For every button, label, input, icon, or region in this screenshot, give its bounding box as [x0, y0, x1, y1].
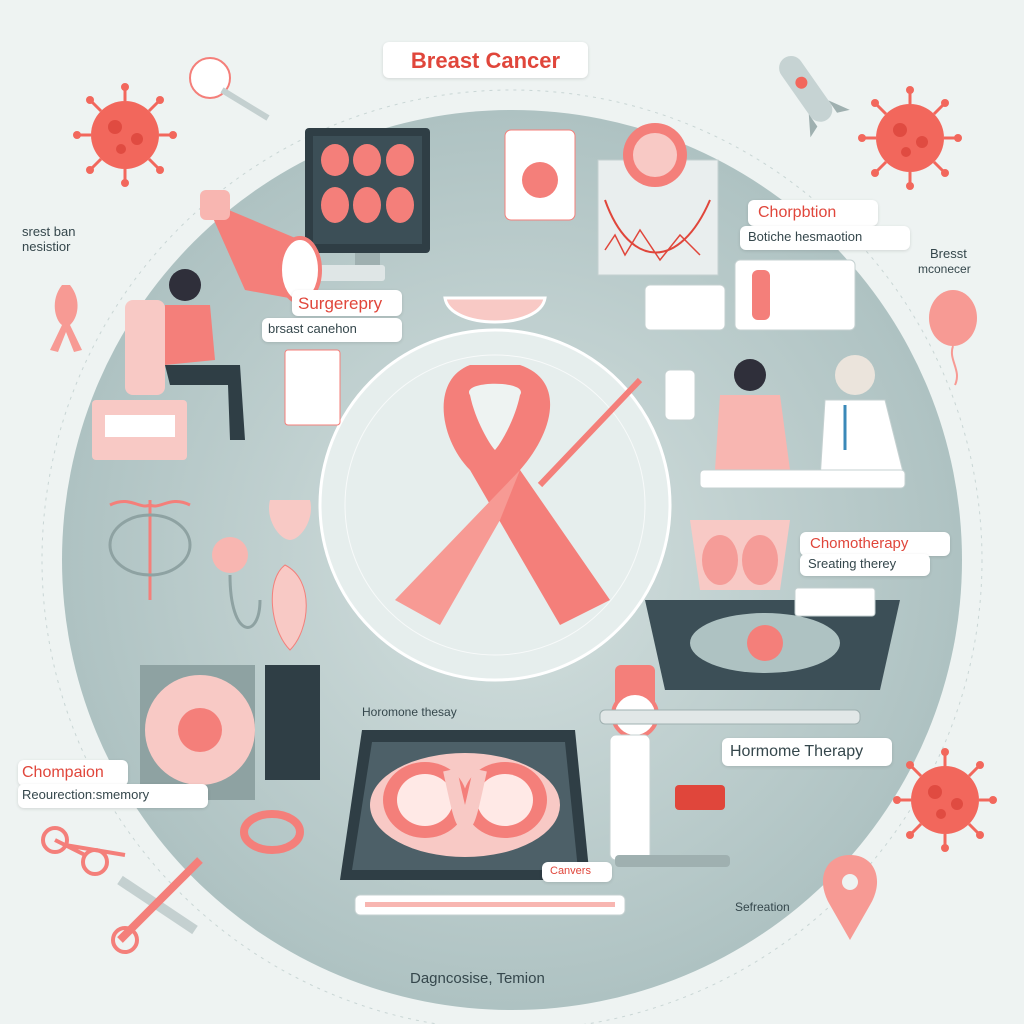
lamp-icon	[443, 296, 547, 324]
xray-strip	[265, 665, 320, 780]
doctor-icon	[819, 355, 906, 481]
virus-icon	[71, 81, 179, 189]
surgery-sub-box	[262, 318, 402, 342]
chompaion-title-box	[18, 760, 128, 786]
scissors-icon	[41, 826, 126, 876]
lungs-panel-icon	[690, 520, 790, 590]
right-label-2: mconecer	[918, 262, 971, 276]
outer-dashed-ring	[41, 89, 983, 1024]
virus-icon	[891, 746, 999, 854]
virus-icon	[856, 84, 964, 192]
chemo-sub-box	[800, 554, 930, 576]
surgery-title: Surgerepry	[298, 294, 383, 313]
megaphone-icon	[200, 190, 322, 304]
chompaion-title: Chompaion	[22, 764, 104, 781]
page-title: Breast Cancer	[410, 48, 561, 73]
hormone-title-box	[722, 738, 892, 766]
chompaion-subtitle: Reourection:smemory	[22, 787, 150, 802]
hormone-small-label: Horomone thesay	[362, 705, 457, 719]
canvers-label: Canvers	[550, 865, 591, 877]
caduceus-icon	[108, 499, 192, 600]
hormone-therapy-title: Hormome Therapy	[730, 743, 864, 760]
breast-scan-icon	[645, 600, 900, 690]
chorpbtion-subtitle: Botiche hesmaotion	[748, 229, 863, 244]
rocket-icon	[779, 55, 850, 138]
awareness-ribbon-icon	[50, 285, 82, 352]
chorpbtion-title-box	[748, 200, 878, 226]
chemo-subtitle: Sreating therey	[808, 556, 897, 571]
cell-panel-icon	[140, 665, 255, 800]
balloon-icon	[929, 290, 977, 386]
chart-screen-icon	[597, 123, 719, 276]
bottom-caption: Dagncosise, Temion	[410, 970, 545, 987]
stethoscope-icon	[212, 537, 248, 573]
surgery-subtitle: brsast canehon	[268, 321, 357, 336]
right-label-1: Bresst	[930, 246, 967, 261]
ultrasound-screen-icon	[340, 730, 590, 880]
chemo-title-box	[800, 532, 950, 556]
pin-tool-icon	[189, 57, 270, 121]
chorpbtion-title: Chorpbtion	[758, 204, 837, 221]
location-pin-icon	[822, 855, 878, 940]
ring-icon	[240, 810, 304, 854]
document-icon	[284, 349, 341, 426]
patient-icon	[92, 269, 245, 460]
syringe-icon	[111, 857, 203, 954]
chompaion-sub-box	[18, 784, 208, 808]
top-left-label-2: nesistior	[22, 239, 71, 254]
patient-icon	[715, 359, 790, 470]
top-left-label-1: srest ban	[22, 224, 76, 239]
canvers-box	[542, 862, 612, 882]
syringe-icon	[537, 377, 643, 488]
title-box	[383, 42, 588, 78]
mammogram-monitor-icon	[295, 128, 430, 281]
selfreation-label: Sefreation	[735, 900, 790, 914]
chemo-title: Chomotherapy	[810, 535, 909, 552]
awareness-ribbon-icon	[395, 365, 610, 625]
chorpbtion-sub-box	[740, 226, 910, 250]
surgery-title-box	[292, 290, 402, 316]
microscope-icon	[599, 665, 861, 867]
